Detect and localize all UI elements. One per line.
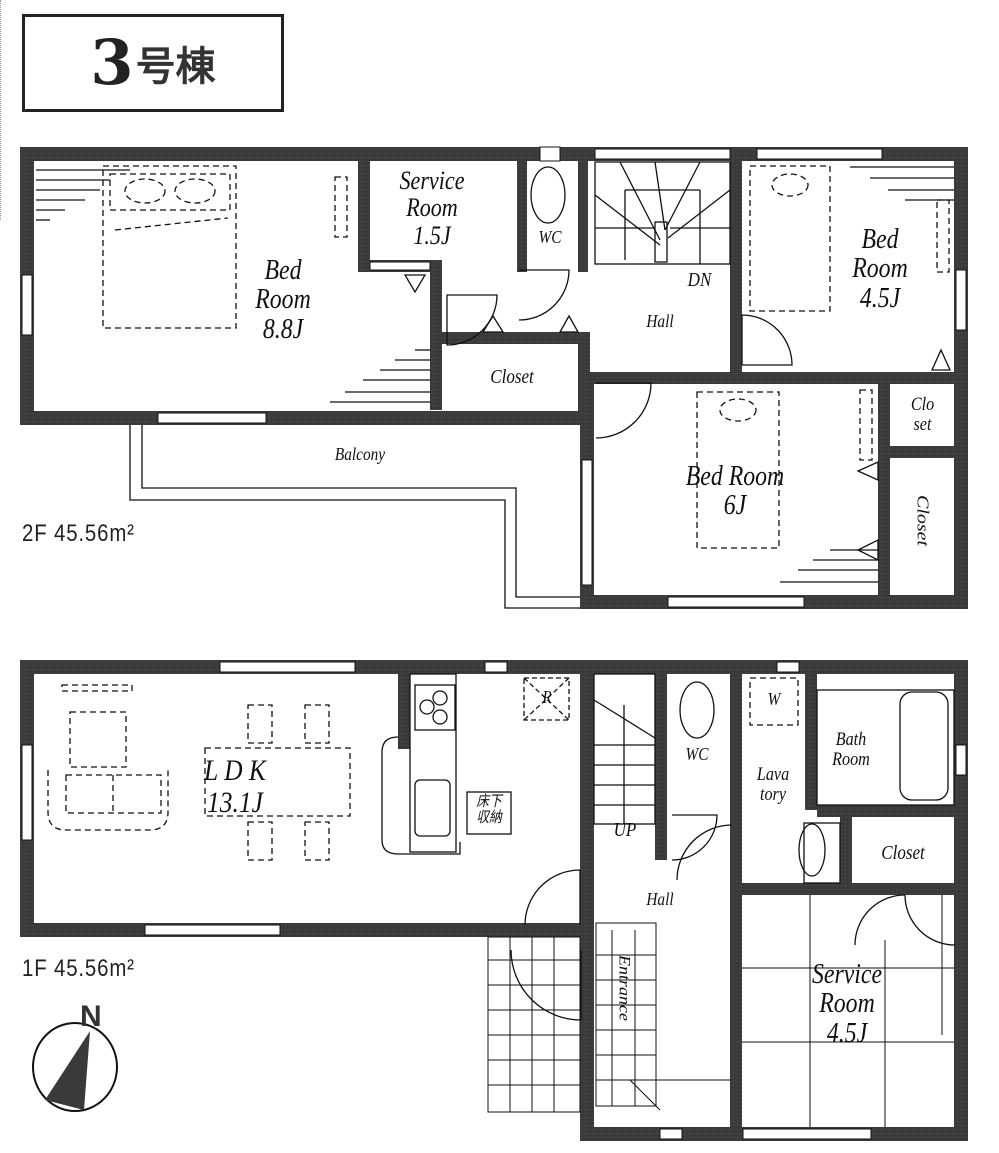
second-floor-openings	[21, 146, 967, 608]
room-closet-2f-small: Clo set	[910, 394, 935, 435]
first-floor-openings	[21, 661, 967, 1140]
stairs-up-label: UP	[613, 819, 637, 841]
second-floor-walls	[20, 147, 968, 609]
room-wc-2f: WC	[538, 227, 562, 247]
stairs-down-label: DN	[687, 269, 712, 291]
room-hall-1f: Hall	[646, 889, 674, 909]
compass-rose	[32, 1022, 118, 1112]
room-service-room-4-5: Service Room 4.5J	[811, 959, 883, 1049]
room-bathroom: Bath Room	[832, 729, 870, 770]
room-wc-1f: WC	[685, 744, 709, 764]
washer-label: W	[767, 689, 781, 709]
building-number: 3	[90, 26, 134, 99]
north-indicator: N	[80, 1000, 102, 1033]
second-floor-area: 2F 45.56m²	[22, 520, 135, 547]
building-suffix: 号棟	[135, 43, 216, 90]
room-hall-2f: Hall	[646, 311, 674, 331]
room-closet-2f-vertical: Closet	[913, 495, 932, 547]
underfloor-storage-label: 床下 収納	[476, 794, 502, 826]
balcony-label: Balcony	[334, 444, 386, 464]
fridge-label: R	[542, 687, 552, 707]
room-service-room-1-5: Service Room 1.5J	[399, 166, 465, 250]
room-ldk: L D K 13.1J	[204, 754, 266, 819]
second-floor-lines	[36, 161, 954, 609]
building-title-box: 3 号棟	[22, 14, 284, 112]
room-lavatory: Lava tory	[756, 764, 790, 805]
first-floor-area: 1F 45.56m²	[22, 955, 135, 982]
room-bedroom-8-8: Bed Room 8.8J	[255, 255, 311, 345]
first-floor-lines	[47, 673, 956, 1127]
room-bedroom-6: Bed Room 6J	[685, 461, 785, 522]
room-closet-2f-center: Closet	[490, 366, 534, 388]
room-closet-1f: Closet	[881, 842, 925, 864]
room-bedroom-4-5: Bed Room 4.5J	[852, 224, 908, 314]
scan-edge-marks	[0, 0, 5, 220]
entrance-label: Entrance	[615, 955, 633, 1021]
